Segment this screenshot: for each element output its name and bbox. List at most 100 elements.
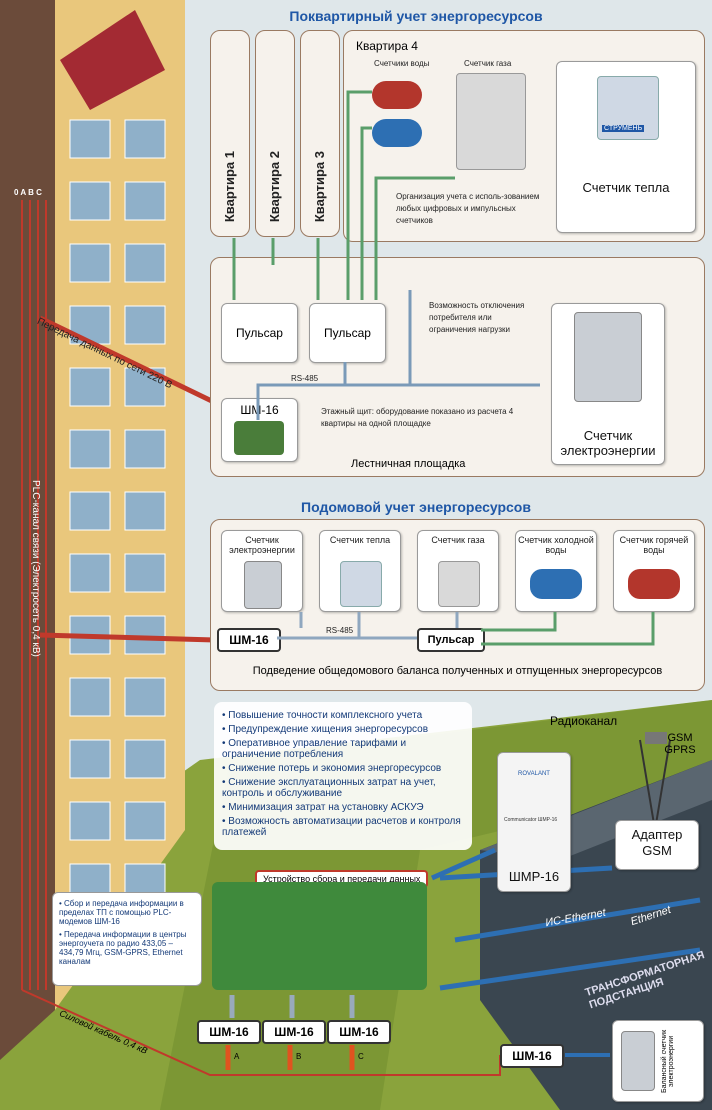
benefits-list: • Повышение точности комплексного учета … [222, 710, 467, 841]
plc-arrow-mid [39, 632, 216, 643]
gsm-adapter-box: Адаптер GSM [615, 820, 699, 870]
benefit-item: • Минимизация затрат на установку АСКУЭ [222, 802, 424, 813]
house-rs485: RS-485 [326, 626, 354, 635]
collector-board-icon [212, 882, 427, 990]
building-window [124, 429, 166, 469]
apartment-4-panel: Квартира 4 Счетчики воды Счетчик газа СТ… [343, 30, 705, 242]
plc-channel-label: PLC-канал связи (Электросеть 0,4 кВ) [30, 480, 41, 657]
modem-shmr16: ROVALANT Communicator ШМР-16 ШМР-16 [497, 752, 571, 892]
modem-label: ШМР-16 [508, 869, 560, 884]
heat-meter-brand: СТРУМЕНЬ [602, 125, 645, 132]
building-window [124, 739, 166, 779]
building-window [124, 491, 166, 531]
benefit-item: • Предупреждение хищения энергоресурсов [222, 724, 429, 735]
phase-a-label: A [234, 1052, 240, 1061]
house-meter-hot-water-label: Счетчик горячей воды [619, 535, 689, 555]
phase-b-label: B [296, 1052, 302, 1061]
heat-meter-box: СТРУМЕНЬ Счетчик тепла [556, 61, 696, 233]
landing-panel: Пульсар Пульсар Возможность отключения п… [210, 257, 705, 477]
cold-water-meter-icon [530, 569, 582, 599]
phase-c-label: C [358, 1052, 364, 1061]
ethernet-arrow-1 [454, 897, 701, 943]
house-footer: Подведение общедомового баланса полученн… [252, 665, 663, 677]
house-section-title: Подомовой учет энергоресурсов [301, 499, 531, 515]
balance-meter-icon [621, 1031, 655, 1091]
benefit-item: • Повышение точности комплексного учета [222, 710, 423, 721]
water-meters-label: Счетчики воды [374, 59, 430, 68]
top-connectors [232, 90, 540, 420]
bottom-shm16-c: ШМ-16 [327, 1020, 391, 1044]
shm16-board-icon [234, 421, 284, 455]
plc-arrow-top [38, 315, 222, 408]
elec-meter-label: Счетчик электроэнергии [560, 428, 656, 458]
building-window [69, 429, 111, 469]
water-meter-hot-icon [372, 81, 422, 109]
building-window [69, 491, 111, 531]
hot-water-meter-icon [628, 569, 680, 599]
house-meter-hot-water: Счетчик горячей воды [613, 530, 695, 612]
apartment-3-panel: Квартира 3 [300, 30, 340, 237]
building-window [124, 119, 166, 159]
heat-meter-icon: СТРУМЕНЬ [597, 76, 659, 140]
building-window [69, 739, 111, 779]
building-window [69, 181, 111, 221]
building-window [69, 553, 111, 593]
benefits-panel: • Повышение точности комплексного учета … [214, 702, 472, 850]
roof-awning [60, 10, 165, 110]
balance-meter-box: Балансный счетчик электроэнергии [612, 1020, 704, 1102]
phase-labels: 0 A B C [14, 188, 42, 197]
house-meter-heat-label: Счетчик тепла [329, 535, 391, 545]
apartment-1-panel: Квартира 1 [210, 30, 250, 237]
building-window [69, 677, 111, 717]
house-pulsar-box: Пульсар [417, 628, 485, 652]
house-meter-cold-water: Счетчик холодной воды [515, 530, 597, 612]
benefit-item: • Оперативное управление тарифами и огра… [222, 738, 407, 760]
radio-label: Радиоканал [550, 714, 618, 728]
radio-arrow [430, 847, 497, 881]
building-window [124, 801, 166, 841]
benefit-item: • Возможность автоматизации расчетов и к… [222, 816, 461, 838]
benefit-item: • Снижение потерь и экономия энергоресур… [222, 763, 442, 774]
pulsar-1-box: Пульсар [221, 303, 298, 363]
house-shm16-box: ШМ-16 [217, 628, 281, 652]
modem-model: Communicator ШМР-16 [504, 817, 558, 823]
house-meter-cold-water-label: Счетчик холодной воды [518, 535, 594, 555]
elec-meter-box: Счетчик электроэнергии [551, 303, 665, 465]
elec-meter-small-icon [244, 561, 282, 609]
apartment-4-note: Организация учета с исполь-зованием любы… [396, 192, 540, 225]
gas-meter-label: Счетчик газа [464, 59, 512, 68]
building-window [124, 181, 166, 221]
heat-meter-small-icon [340, 561, 382, 607]
landing-rs485: RS-485 [291, 374, 319, 383]
info-item: • Передача информации в центры энергоуче… [59, 930, 187, 966]
bottom-shm16-b: ШМ-16 [262, 1020, 326, 1044]
heat-meter-label: Счетчик тепла [582, 180, 670, 195]
elec-meter-icon [574, 312, 642, 402]
house-meter-elec: Счетчик электроэнергии [221, 530, 303, 612]
house-meter-elec-label: Счетчик электроэнергии [229, 535, 295, 555]
house-meter-gas: Счетчик газа [417, 530, 499, 612]
apartment-2-panel: Квартира 2 [255, 30, 295, 237]
gsm-tower-icon [639, 732, 671, 831]
building-window [124, 305, 166, 345]
gsm-adapter-label: Адаптер GSM [631, 827, 683, 858]
building-window [124, 677, 166, 717]
building-side [0, 0, 55, 1060]
disconnect-note: Возможность отключения потребителя или о… [429, 301, 525, 334]
balance-meter-label: Балансный счетчик электроэнергии [661, 1029, 675, 1093]
info-panel: • Сбор и передача информации в пределах … [52, 892, 202, 986]
ethernet-arrow-2 [439, 947, 701, 991]
building-window [69, 801, 111, 841]
building-window [69, 367, 111, 407]
landing-footer: Лестничная площадка [351, 458, 466, 470]
info-list: • Сбор и передача информации в пределах … [59, 899, 197, 970]
house-panel: Счетчик электроэнергии Счетчик тепла Сче… [210, 519, 705, 691]
info-item: • Сбор и передача информации в пределах … [59, 899, 184, 926]
bottom-shm16-a: ШМ-16 [197, 1020, 261, 1044]
gas-meter-icon [456, 73, 526, 170]
top-section-title: Поквартирный учет энергоресурсов [289, 8, 543, 24]
pulsar-2-box: Пульсар [309, 303, 386, 363]
modem-brand: ROVALANT [518, 771, 550, 777]
building-window [124, 615, 166, 655]
